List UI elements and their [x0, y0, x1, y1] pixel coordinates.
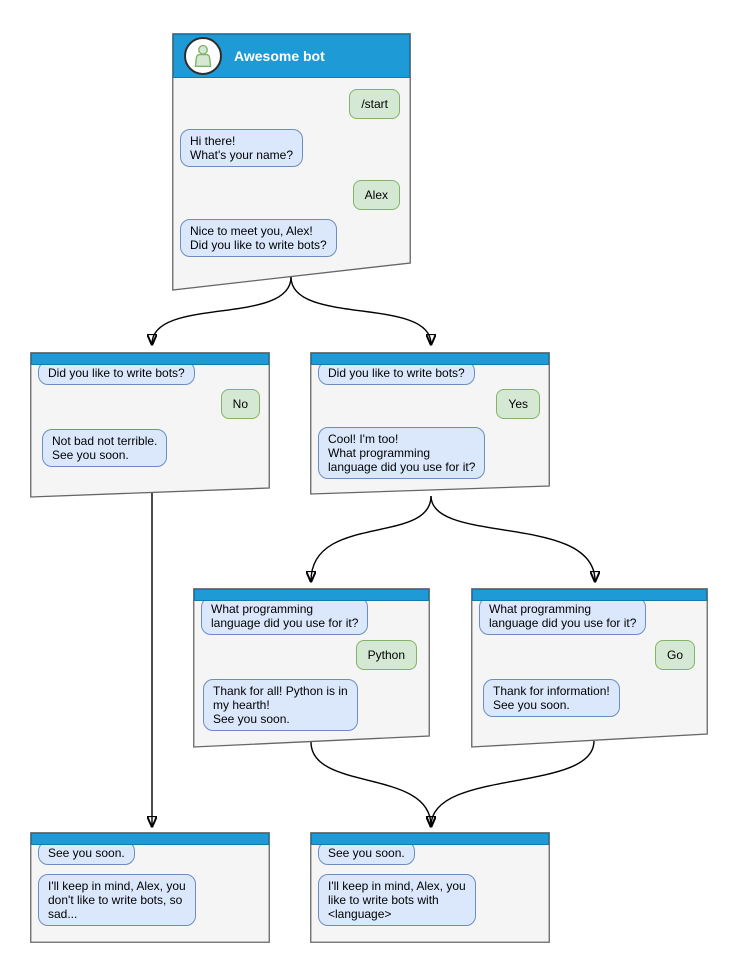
chat-window-start: Awesome bot /start Hi there! What's your… [172, 33, 411, 291]
arrow-yes-to-python [311, 495, 432, 581]
bot-title: Awesome bot [234, 48, 325, 64]
bot-message-bubble: I'll keep in mind, Alex, you don't like … [38, 874, 196, 926]
arrow-python-to-end [310, 741, 431, 826]
window-header [31, 353, 269, 365]
bot-message-bubble: Did you like to write bots? [318, 361, 475, 385]
bot-message-bubble: Nice to meet you, Alex! Did you like to … [180, 219, 337, 257]
bot-message-bubble: Hi there! What's your name? [180, 129, 304, 167]
bot-message-bubble: Thank for information! See you soon. [483, 679, 620, 717]
bot-message-bubble: Did you like to write bots? [38, 361, 195, 385]
user-message-bubble: Yes [496, 389, 540, 419]
bot-message-bubble: Not bad not terrible. See you soon. [42, 429, 168, 467]
bot-message-bubble: What programming language did you use fo… [479, 597, 647, 635]
user-message-bubble: Go [654, 640, 695, 670]
bot-message-bubble: What programming language did you use fo… [201, 597, 369, 635]
window-header [311, 353, 549, 365]
window-header: Awesome bot [173, 34, 410, 78]
arrow-go-to-end [431, 740, 595, 826]
chat-window-branch-yes: Did you like to write bots? Yes Cool! I'… [310, 352, 550, 495]
user-message-bubble: Python [355, 640, 417, 670]
window-header [311, 833, 549, 845]
person-icon [194, 44, 212, 67]
arrow-yes-to-go [430, 495, 595, 581]
bot-message-bubble: I'll keep in mind, Alex, you like to wri… [318, 874, 476, 926]
user-message-bubble: No [220, 389, 260, 419]
chat-window-lang-go: What programming language did you use fo… [471, 588, 708, 748]
chat-window-end-no: See you soon. I'll keep in mind, Alex, y… [30, 832, 270, 943]
user-message-bubble: /start [349, 89, 400, 119]
chat-window-end-yes: See you soon. I'll keep in mind, Alex, y… [310, 832, 550, 943]
bot-message-bubble: Cool! I'm too! What programming language… [318, 427, 486, 479]
window-header [31, 833, 269, 845]
chat-window-lang-python: What programming language did you use fo… [193, 588, 430, 748]
user-message-bubble: Alex [352, 180, 400, 210]
bot-message-bubble: Thank for all! Python is in my hearth! S… [203, 679, 358, 731]
bot-avatar [184, 37, 222, 75]
window-header [472, 589, 707, 601]
window-header [194, 589, 429, 601]
chat-window-branch-no: Did you like to write bots? No Not bad n… [30, 352, 270, 498]
